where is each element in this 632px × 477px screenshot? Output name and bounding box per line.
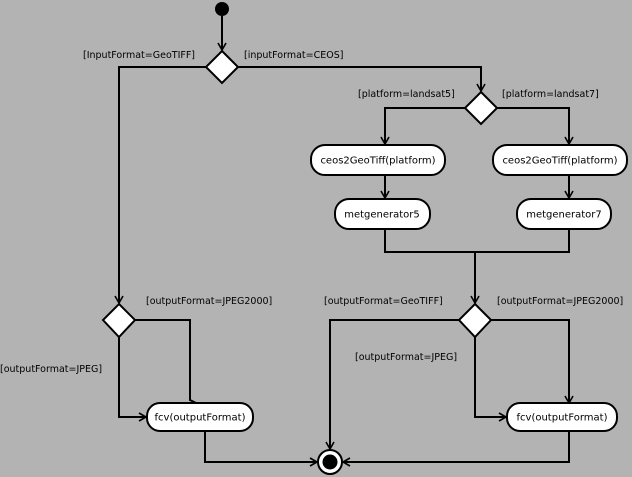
action-label: fcv(outputFormat) xyxy=(517,413,608,424)
guard-left-jpeg: [outputFormat=JPEG] xyxy=(0,364,102,375)
action-label: ceos2GeoTiff(platform) xyxy=(502,156,617,167)
action-ceos2geotiff-landsat5: ceos2GeoTiff(platform) xyxy=(310,144,446,176)
decision-input-format xyxy=(204,49,240,85)
decision-right-output xyxy=(457,302,493,339)
action-label: metgenerator5 xyxy=(344,210,420,221)
edges xyxy=(114,16,574,467)
final-node xyxy=(317,449,343,475)
action-fcv-right: fcv(outputFormat) xyxy=(506,402,618,432)
edge-ceos xyxy=(238,66,486,93)
action-label: fcv(outputFormat) xyxy=(155,413,246,424)
guard-platform-landsat5: [platform=landsat5] xyxy=(358,89,455,100)
guard-platform-landsat7: [platform=landsat7] xyxy=(502,89,599,100)
action-label: metgenerator7 xyxy=(526,210,602,221)
edge-right-final xyxy=(341,431,570,467)
guard-input-ceos: [inputFormat=CEOS] xyxy=(244,50,343,61)
edge-left-jpeg xyxy=(118,337,148,422)
guard-right-geotiff: [outputFormat=GeoTIFF] xyxy=(324,296,443,307)
guard-left-jpeg2000: [outputFormat=JPEG2000] xyxy=(146,296,272,307)
action-fcv-left: fcv(outputFormat) xyxy=(146,402,254,432)
action-metgenerator5: metgenerator5 xyxy=(334,198,431,230)
edge-landsat5 xyxy=(380,107,465,146)
decision-left-output xyxy=(101,302,137,339)
edge-merge xyxy=(384,229,570,253)
guard-right-jpeg2000: [outputFormat=JPEG2000] xyxy=(497,296,623,307)
initial-node xyxy=(215,2,229,16)
edge-right-geotiff xyxy=(325,319,459,451)
edge-left-final xyxy=(204,431,319,467)
edge-left-jpeg2000 xyxy=(135,319,199,405)
edge-right-jpeg2000 xyxy=(491,319,574,405)
edge-right-jpeg xyxy=(474,337,508,422)
action-ceos2geotiff-landsat7: ceos2GeoTiff(platform) xyxy=(492,144,628,176)
edge-geotiff xyxy=(114,66,206,305)
action-metgenerator7: metgenerator7 xyxy=(516,198,612,230)
guard-input-geotiff: [InputFormat=GeoTIFF] xyxy=(83,50,195,61)
edge-landsat7 xyxy=(497,107,574,146)
action-label: ceos2GeoTiff(platform) xyxy=(320,156,435,167)
decision-platform xyxy=(463,90,499,126)
guard-right-jpeg: [outputFormat=JPEG] xyxy=(355,352,457,363)
